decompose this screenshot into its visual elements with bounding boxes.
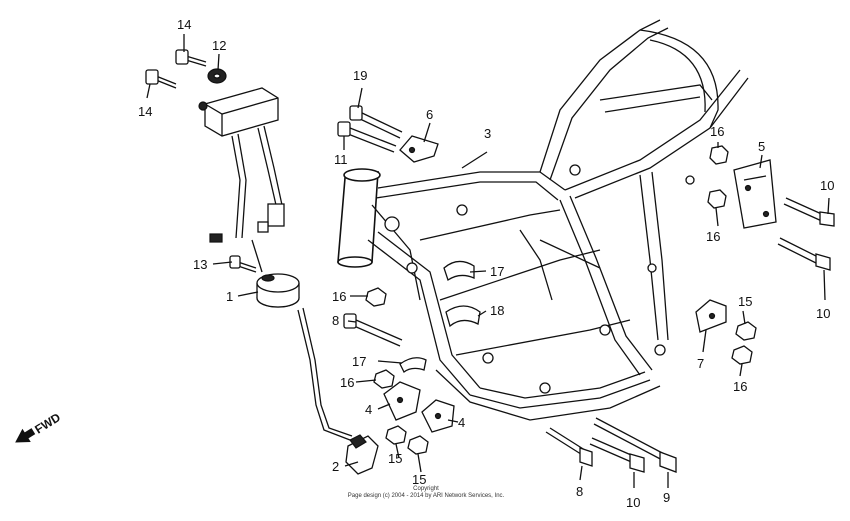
callout-15: 15 [412, 472, 426, 487]
callout-5: 5 [758, 139, 765, 154]
callout-17: 17 [352, 354, 366, 369]
callout-8: 8 [576, 484, 583, 499]
callout-16: 16 [710, 124, 724, 139]
copyright-line2: Page design (c) 2004 - 2014 by ARI Netwo… [348, 493, 505, 499]
callout-15: 15 [388, 451, 402, 466]
callout-2: 2 [332, 459, 339, 474]
callout-10: 10 [820, 178, 834, 193]
callout-17: 17 [490, 264, 504, 279]
callout-14: 14 [138, 104, 152, 119]
callout-3: 3 [484, 126, 491, 141]
callout-10: 10 [816, 306, 830, 321]
nuts [365, 145, 757, 455]
callout-16: 16 [733, 379, 747, 394]
callout-16: 16 [706, 229, 720, 244]
leader-lines [146, 34, 830, 488]
frame [337, 19, 749, 421]
callout-16: 16 [332, 289, 346, 304]
callout-1: 1 [226, 289, 233, 304]
ignition-coil [251, 239, 353, 441]
callout-14: 14 [177, 17, 191, 32]
callout-7: 7 [697, 356, 704, 371]
callout-10: 10 [626, 495, 640, 510]
callout-numbers: 14 12 14 19 6 3 11 13 1 16 8 17 18 17 16… [138, 17, 834, 510]
callout-9: 9 [663, 490, 670, 505]
callout-15: 15 [738, 294, 752, 309]
arrow-left-icon [15, 428, 36, 443]
copyright-line1: Copyright [413, 486, 439, 492]
callout-4: 4 [458, 415, 465, 430]
callout-19: 19 [353, 68, 367, 83]
callout-13: 13 [193, 257, 207, 272]
bolts [145, 49, 835, 473]
fwd-label: FWD [32, 410, 63, 437]
brackets [383, 135, 777, 433]
callout-16: 16 [340, 375, 354, 390]
cdi-unit [198, 87, 285, 243]
fwd-arrow: FWD [15, 410, 63, 443]
callout-11: 11 [334, 152, 348, 167]
copyright: Copyright Page design (c) 2004 - 2014 by… [348, 486, 505, 499]
callout-6: 6 [426, 107, 433, 122]
callout-12: 12 [212, 38, 226, 53]
callout-18: 18 [490, 303, 504, 318]
rubber-straps [399, 260, 481, 373]
callout-8: 8 [332, 313, 339, 328]
callout-4: 4 [365, 402, 372, 417]
spark-plug-cap [345, 434, 379, 475]
